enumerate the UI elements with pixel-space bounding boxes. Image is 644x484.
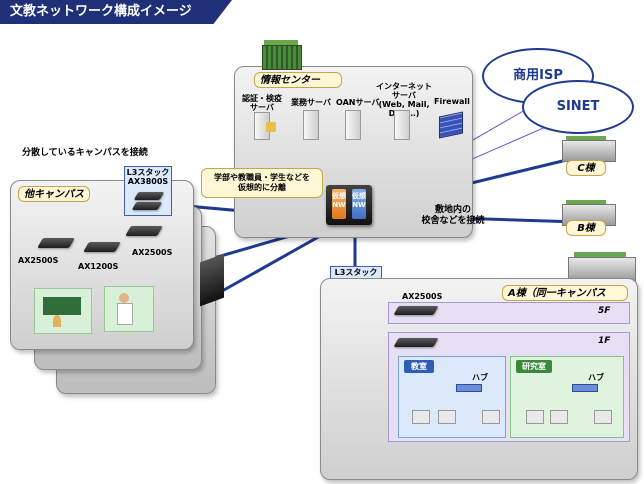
floor-5f-switch-icon bbox=[393, 306, 439, 315]
building-b-label: B棟 bbox=[566, 220, 606, 236]
ax1200s-switch-icon bbox=[83, 242, 121, 252]
lock-icon bbox=[266, 122, 276, 132]
sinet-cloud: SINET bbox=[522, 80, 634, 134]
campus-a-label: A棟（同一キャンパス bbox=[502, 285, 628, 301]
classroom-hub-icon bbox=[456, 384, 482, 392]
classroom-image bbox=[34, 288, 92, 334]
building-c-label: C棟 bbox=[566, 160, 606, 176]
floor-1f-label: 1F bbox=[598, 336, 611, 346]
oan-server-label: OANサーバ bbox=[336, 98, 380, 107]
onsite-connection-label: 敷地内の 校舎などを接続 bbox=[421, 205, 485, 226]
classroom-hub-label: ハブ bbox=[472, 373, 488, 382]
oan-server-icon bbox=[345, 110, 361, 140]
business-server-icon bbox=[303, 110, 319, 140]
virtual-nw-1: 仮想NW bbox=[332, 189, 346, 219]
floor-5f bbox=[388, 302, 630, 324]
isp-label: 商用ISP bbox=[513, 68, 563, 83]
building-a-icon bbox=[566, 252, 636, 282]
lab-pc-2-icon bbox=[550, 410, 568, 424]
sinet-label: SINET bbox=[556, 99, 600, 114]
l3-switch-3800-icon-2 bbox=[131, 202, 163, 210]
firewall-label: Firewall bbox=[434, 97, 470, 106]
classroom-pc-2-icon bbox=[438, 410, 456, 424]
ax2500s-switch-right-icon bbox=[125, 226, 163, 236]
business-server-label: 業務サーバ bbox=[291, 98, 331, 107]
lab-hub-icon bbox=[572, 384, 598, 392]
classroom-phone-icon bbox=[482, 410, 500, 424]
lab-printer-icon bbox=[594, 410, 612, 424]
classroom-title: 教室 bbox=[404, 360, 434, 373]
lab-pc-1-icon bbox=[526, 410, 544, 424]
building-c-icon bbox=[560, 136, 616, 162]
classroom-pc-1-icon bbox=[412, 410, 430, 424]
distributed-campus-heading: 分散しているキャンパスを接続 bbox=[22, 140, 192, 158]
other-campus-label: 他キャンパス bbox=[18, 186, 90, 202]
virtual-nw-2: 仮想NW bbox=[352, 189, 366, 219]
floor-1f-switch-icon bbox=[393, 338, 439, 347]
campus-a-switch-label: AX2500S bbox=[402, 292, 443, 301]
lab-title: 研究室 bbox=[516, 360, 552, 373]
ax2500s-switch-left-icon bbox=[37, 238, 75, 248]
virtual-separation-callout: 学部や教職員・学生などを 仮想的に分離 bbox=[201, 168, 323, 198]
ax2500s-left-label: AX2500S bbox=[18, 256, 59, 265]
info-center-building-icon bbox=[260, 40, 302, 70]
lab-hub-label: ハブ bbox=[588, 373, 604, 382]
distributed-campus-heading-text: 分散しているキャンパスを接続 bbox=[22, 148, 148, 158]
lab-image bbox=[104, 286, 154, 332]
l3-switch-3800-label: L3スタック AX3800S bbox=[126, 168, 170, 186]
ax2500s-right-label: AX2500S bbox=[132, 248, 173, 257]
ax1200s-label: AX1200S bbox=[78, 262, 119, 271]
page-title: 文教ネットワーク構成イメージ bbox=[0, 0, 232, 24]
floor-5f-label: 5F bbox=[598, 306, 611, 316]
l3-switch-3800-icon bbox=[133, 192, 165, 200]
stacked-switch-back-icon bbox=[200, 253, 224, 307]
internet-server-icon bbox=[394, 110, 410, 140]
auth-server-label: 認証・検疫 サーバ bbox=[242, 94, 282, 112]
info-center-label: 情報センター bbox=[254, 72, 342, 88]
